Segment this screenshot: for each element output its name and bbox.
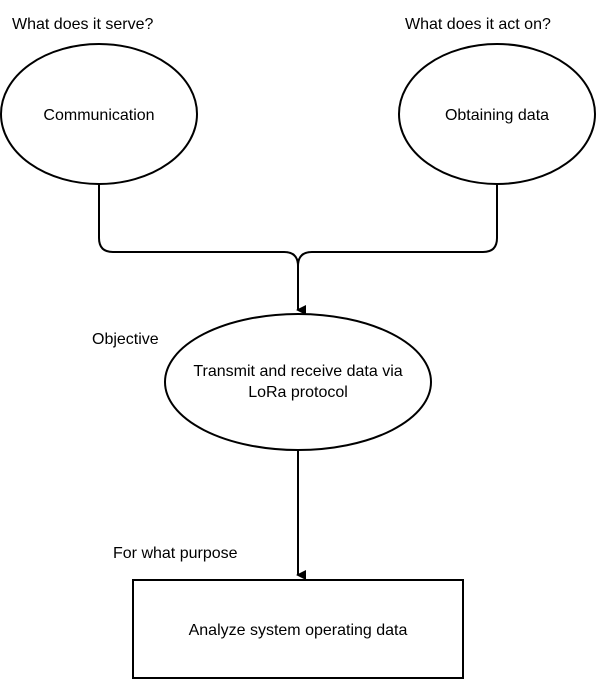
communication-text: Communication (43, 106, 155, 124)
for-what-purpose-label: For what purpose (113, 545, 238, 562)
objective-text-line-2: LoRa protocol (248, 384, 348, 401)
objective-label: Objective (92, 331, 159, 348)
objective-text-line-1: Transmit and receive data via (193, 363, 403, 380)
what-does-it-serve-label: What does it serve? (12, 16, 154, 33)
analyze-text: Analyze system operating data (188, 621, 408, 639)
obtaining-data-connector (297, 184, 498, 310)
objective-text: Transmit and receive data via LoRa proto… (164, 356, 432, 408)
communication-connector (98, 184, 306, 315)
what-does-it-act-on-label: What does it act on? (405, 16, 551, 33)
obtaining-data-text: Obtaining data (444, 106, 550, 124)
analyze-box[interactable] (132, 579, 464, 679)
